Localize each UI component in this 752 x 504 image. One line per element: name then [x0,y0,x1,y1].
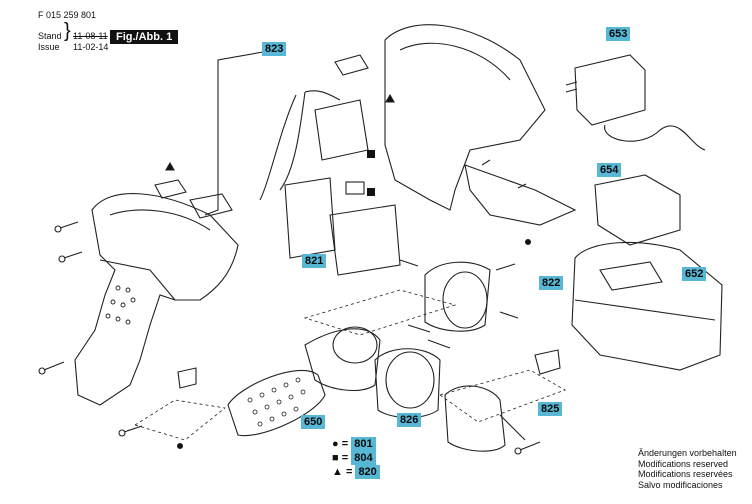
cover-tube [304,328,381,391]
legend-square: ■ = 804 [332,451,376,465]
legend-square-value: 804 [351,451,376,465]
switch-knob-a [154,179,187,199]
switch-knob-b [189,193,233,219]
legend-circle-value: 801 [351,437,376,451]
callout-825: 825 [538,402,563,416]
modification-notes: Änderungen vorbehalten Modifications res… [638,448,737,490]
charger [574,54,646,126]
callout-652: 652 [682,267,707,281]
doc-number: F 015 259 801 [38,10,97,20]
gearbox [329,204,401,276]
callout-650: 650 [301,415,326,429]
torque-collar [374,348,441,418]
issue-date: 11-02-14 [73,42,109,52]
note-fr: Modifications reservées [638,469,733,479]
issue-label: Issue [38,42,60,52]
figure-label: Fig./Abb. 1 [110,30,179,44]
grip-sleeve [227,369,326,437]
callout-821: 821 [302,254,327,268]
square-icon: ■ [332,452,339,464]
charger-base [594,174,681,246]
stand-label: Stand [38,31,62,41]
note-en: Modifications reserved [638,458,729,469]
legend-triangle: ▲ = 820 [332,465,380,479]
motor [284,177,336,259]
stand-date: 11-08-11 [73,31,108,41]
brace: } [64,20,71,42]
leader-823 [204,49,275,216]
gear-housing [424,261,491,332]
side-panel [464,164,577,226]
battery-pack [571,241,723,371]
callout-826: 826 [397,413,422,427]
note-de: Änderungen vorbehalten [638,448,737,458]
legend-triangle-value: 820 [355,465,380,479]
legend-circle: ● = 801 [332,437,376,451]
callout-653: 653 [606,27,631,41]
wiring [259,90,341,201]
callout-654: 654 [597,163,622,177]
callout-823: 823 [262,42,287,56]
callout-822: 822 [539,276,564,290]
top-pad [334,54,369,76]
circle-icon: ● [332,438,339,450]
triangle-icon: ▲ [332,466,343,478]
note-es: Salvo modificaciones [638,479,723,490]
housing-left [74,193,239,406]
chuck [444,385,506,452]
switch-module [314,99,369,161]
charger-cable [604,124,706,151]
housing-right [384,24,546,211]
